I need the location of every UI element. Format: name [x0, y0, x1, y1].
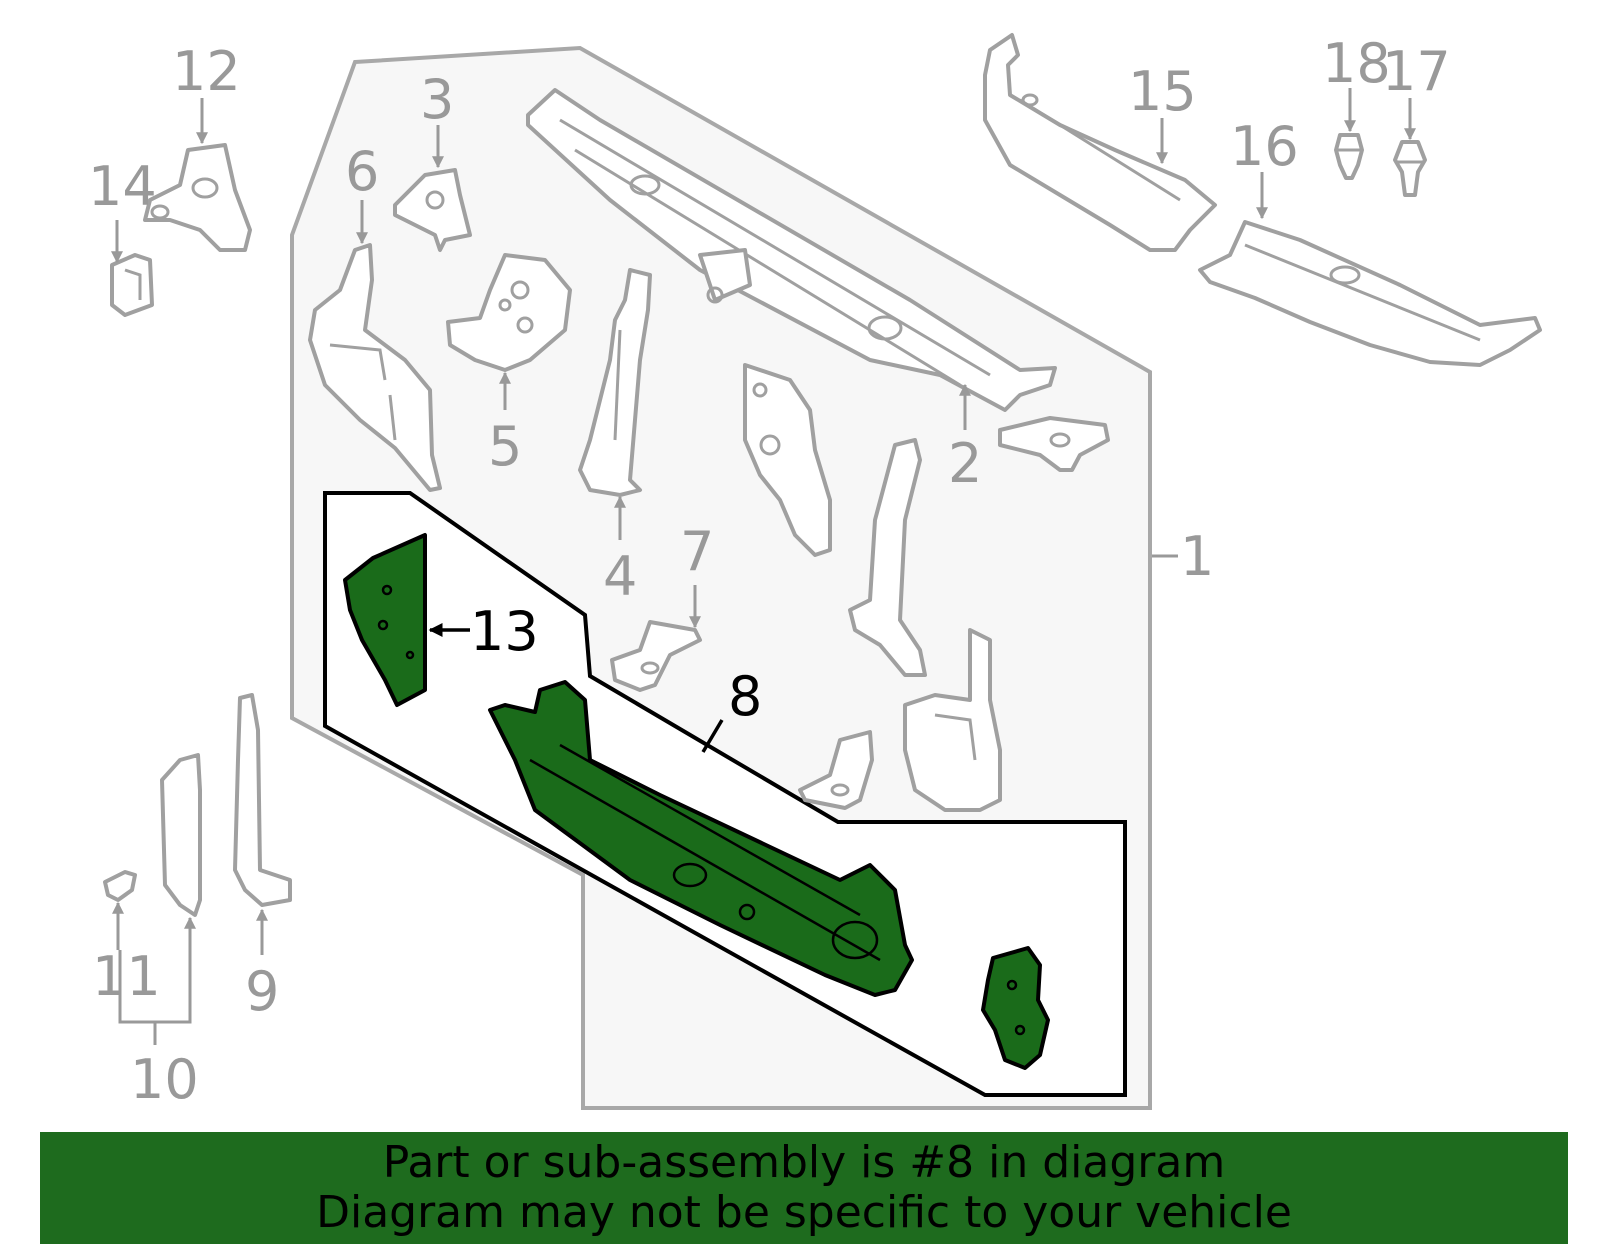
part-7-bracket	[610, 620, 702, 692]
part-8-lower-bracket	[981, 946, 1050, 1070]
part-2-upper-support	[526, 88, 1057, 412]
part-8-lower-crossmember	[488, 680, 914, 997]
lower-small-bracket	[798, 730, 874, 810]
part-13-highlighted	[343, 533, 427, 707]
callout-11: 11	[92, 945, 161, 1008]
callout-7: 7	[680, 520, 714, 583]
callout-13: 13	[470, 600, 539, 663]
callout-2: 2	[948, 432, 982, 495]
part-6-side-panel	[308, 243, 442, 492]
part-3-bracket	[393, 168, 472, 252]
right-lower-panel	[903, 628, 1002, 812]
callout-6: 6	[345, 140, 379, 203]
part-15-upper-bar	[983, 33, 1217, 252]
center-bracket	[743, 363, 832, 557]
callout-5: 5	[488, 415, 522, 478]
leader-8	[701, 719, 724, 753]
part-18-clip	[1334, 133, 1364, 180]
callout-4: 4	[603, 545, 637, 608]
part-4-side-member	[578, 268, 652, 497]
part-12-bracket	[143, 143, 252, 252]
part-16-reinforcement	[1198, 220, 1542, 367]
part-17-clip	[1393, 140, 1427, 197]
part-2-bracket	[998, 416, 1110, 472]
callout-9: 9	[245, 960, 279, 1023]
callout-8: 8	[728, 665, 762, 728]
part-9-brace	[233, 693, 292, 907]
callout-17: 17	[1382, 40, 1451, 103]
callout-18: 18	[1322, 32, 1391, 95]
callout-14: 14	[88, 155, 157, 218]
callout-16: 16	[1230, 115, 1299, 178]
info-banner: Part or sub-assembly is #8 in diagram Di…	[40, 1132, 1568, 1244]
callout-1: 1	[1180, 525, 1214, 588]
callout-10: 10	[130, 1048, 199, 1111]
part-5-bracket	[446, 253, 572, 372]
part-10-bracket	[160, 753, 202, 917]
part-11-bolt	[103, 870, 137, 902]
subassembly-8-outline	[323, 491, 1127, 1097]
right-side-member	[848, 438, 927, 677]
callout-12: 12	[172, 40, 241, 103]
part-14-clip	[110, 253, 154, 317]
callout-3: 3	[420, 68, 454, 131]
banner-line-2: Diagram may not be specific to your vehi…	[316, 1187, 1292, 1238]
callout-15: 15	[1128, 60, 1197, 123]
banner-line-1: Part or sub-assembly is #8 in diagram	[382, 1137, 1226, 1188]
